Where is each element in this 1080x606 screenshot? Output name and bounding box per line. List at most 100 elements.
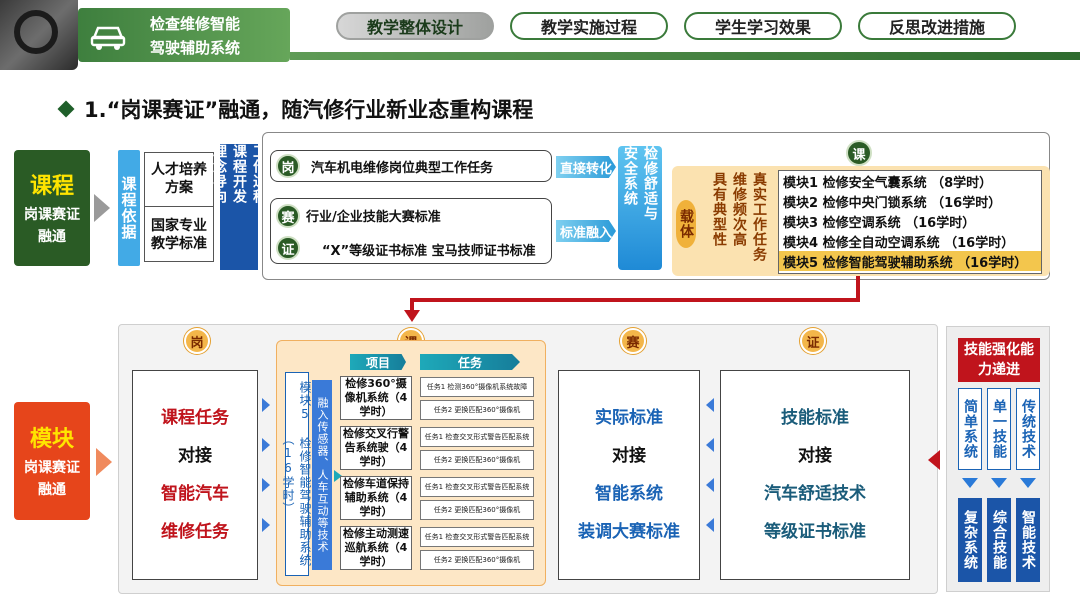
task-text: 任务2 更换匹配360°摄像机 (433, 556, 521, 564)
fuse-vertical-text: 融入传感器、人车互动等技术 (316, 397, 329, 553)
ke-circle: 课 (846, 140, 872, 166)
skill-bottom-1: 复杂系统 (958, 498, 982, 582)
training-plan-text: 人才培养方案 (151, 162, 207, 196)
arrow-right-icon (334, 470, 342, 482)
task-text: 任务1 检查交叉形式警告匹配系统 (424, 483, 530, 491)
tab-label: 学生学习效果 (714, 18, 811, 37)
course-box: 课程 岗课赛证 融通 (14, 150, 90, 266)
task-item: 任务2 更换匹配360°摄像机 (420, 450, 534, 470)
carrier-col-3: 具有典型性 (711, 172, 727, 247)
arrow-direct-text: 直接转化 (559, 161, 612, 177)
arrow-right-icon (94, 194, 110, 222)
task-text: 任务2 更换匹配360°摄像机 (433, 506, 521, 514)
project-name: 检修交叉行警告系统驶（4学时） (343, 427, 409, 468)
sai-text: 行业/企业技能大赛标准 (306, 210, 441, 225)
carrier-label-text: 载体 (678, 209, 694, 239)
zheng-circle-text: 证 (281, 242, 295, 258)
skill-bottom-text: 智能技术 (1020, 510, 1036, 570)
gang-row: 汽车机电维修岗位典型工作任务 (270, 150, 552, 182)
module-row-1: 模块1 检修安全气囊系统 （8学时） (783, 175, 993, 191)
arrow-right-icon (96, 448, 112, 476)
skill-bottom-text: 综合技能 (991, 510, 1007, 570)
task-item: 任务1 检测360°摄像机系统故障 (420, 377, 534, 397)
project-item-1: 检修360°摄像机系统（4学时） (340, 376, 412, 420)
tab-implementation[interactable]: 教学实施过程 (510, 12, 668, 40)
module-box: 模块 岗课赛证 融通 (14, 402, 90, 520)
arrow-down-icon (962, 478, 978, 488)
arrow-down-icon (991, 478, 1007, 488)
project-name: 检修主动测速巡航系统（4学时） (343, 527, 409, 568)
zheng-circle-bottom: 证 (800, 328, 826, 354)
skill-bottom-text: 复杂系统 (962, 510, 978, 570)
connector-line (856, 276, 860, 302)
divider (144, 206, 214, 207)
badge-title-line1: 检查维修智能 (150, 15, 241, 33)
work-process-text-2: 课程开发 (231, 144, 247, 204)
task-text: 任务2 更换匹配360°摄像机 (433, 406, 521, 414)
sai-panel: 实际标准 对接 智能系统 装调大赛标准 (558, 370, 700, 580)
zheng-circle-bottom-text: 证 (806, 335, 820, 351)
skill-top-text: 传统技术 (1020, 399, 1036, 459)
module-box-title: 模块 (29, 427, 74, 452)
connector-line (410, 298, 860, 302)
skill-top-2: 单一技能 (987, 388, 1011, 470)
skill-top-text: 简单系统 (962, 399, 978, 459)
zheng-circle: 证 (276, 236, 300, 260)
sai-circle-text: 赛 (281, 210, 295, 226)
carrier-col-1: 真实工作任务 (751, 172, 767, 262)
gang-panel-line3: 智能汽车 (161, 484, 229, 504)
national-standard-text: 国家专业教学标准 (151, 218, 207, 252)
gang-text: 汽车机电维修岗位典型工作任务 (311, 160, 494, 176)
arrow-standard-integrate: 标准融入 (556, 220, 616, 242)
project-header: 项目 (350, 354, 406, 370)
gang-panel-line1: 课程任务 (161, 408, 229, 428)
tab-overall-design[interactable]: 教学整体设计 (336, 12, 494, 40)
task-item: 任务1 检查交叉形式警告匹配系统 (420, 527, 534, 547)
gang-circle-text: 岗 (281, 160, 295, 176)
steering-wheel-icon (14, 10, 58, 54)
sai-circle-bottom-text: 赛 (626, 335, 640, 351)
skill-title: 技能强化能力递进 (958, 338, 1040, 382)
badge-title-line2: 驾驶辅助系统 (150, 39, 241, 57)
comfort-safety-column: 安全系统 检修舒适与 (618, 146, 662, 270)
module-row-2: 模块2 检修中央门锁系统 （16学时） (783, 195, 1002, 211)
section-title-text: 1.“岗课赛证”融通，随汽修行业新业态重构课程 (84, 98, 534, 122)
gang-circle-bottom: 岗 (184, 328, 210, 354)
section-title: 1.“岗课赛证”融通，随汽修行业新业态重构课程 (57, 94, 534, 124)
tab-learning-effect[interactable]: 学生学习效果 (684, 12, 842, 40)
project-name: 检修车道保持辅助系统（4学时） (343, 477, 409, 518)
sai-panel-line2: 对接 (612, 446, 646, 466)
sai-panel-line3: 智能系统 (595, 484, 663, 504)
gang-panel-line4: 维修任务 (161, 522, 229, 542)
carrier-col-2: 维修频次高 (731, 172, 747, 247)
arrow-down-icon (1020, 478, 1036, 488)
tab-reflection[interactable]: 反思改进措施 (858, 12, 1016, 40)
car-repair-icon (90, 26, 126, 50)
course-box-line1: 岗课赛证 (24, 207, 80, 223)
skill-top-3: 传统技术 (1016, 388, 1040, 470)
task-header: 任务 (420, 354, 520, 370)
training-plan: 人才培养方案 (146, 156, 212, 202)
gang-circle-bottom-text: 岗 (190, 335, 204, 351)
sai-circle-bottom: 赛 (620, 328, 646, 354)
task-text: 任务1 检测360°摄像机系统故障 (426, 383, 528, 391)
course-basis-text: 课程依据 (119, 176, 138, 240)
zheng-panel-line3: 汽车舒适技术 (764, 484, 866, 504)
tab-label: 反思改进措施 (888, 18, 985, 37)
arrow-standard-text: 标准融入 (559, 225, 612, 241)
project-name: 检修360°摄像机系统（4学时） (344, 377, 408, 418)
zheng-panel-line1: 技能标准 (781, 408, 849, 428)
zheng-text: “X”等级证书标准 宝马技师证书标准 (322, 244, 536, 259)
fuse-vertical: 融入传感器、人车互动等技术 (312, 380, 332, 570)
skill-bottom-3: 智能技术 (1016, 498, 1040, 582)
project-item-4: 检修主动测速巡航系统（4学时） (340, 526, 412, 570)
chevron-right-icon (262, 438, 270, 452)
chevron-left-icon (706, 478, 714, 492)
task-item: 任务2 更换匹配360°摄像机 (420, 550, 534, 570)
comfort-text-1: 检修舒适与 (642, 146, 658, 221)
header-rule (290, 52, 1080, 60)
gang-panel-line2: 对接 (178, 446, 212, 466)
diamond-bullet-icon (57, 100, 75, 118)
header-badge (78, 8, 290, 62)
course-box-title: 课程 (29, 174, 74, 199)
